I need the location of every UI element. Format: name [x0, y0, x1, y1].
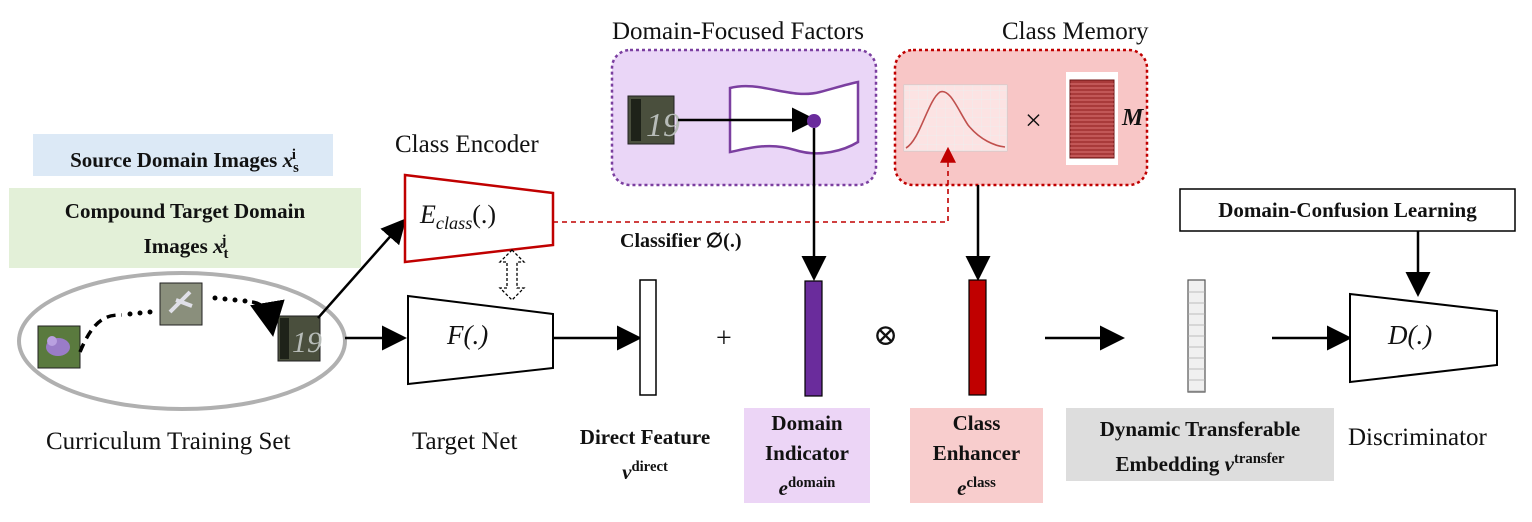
domain-factors-title: Domain-Focused Factors [612, 18, 865, 45]
source-domain-label: Source Domain Images xsi [33, 134, 333, 176]
class-encoder-shape [403, 173, 555, 264]
flower-thumbnail-1 [37, 325, 81, 369]
domain-indicator-label: Domain Indicator edomain [744, 408, 870, 503]
flower-thumbnail-2 [159, 282, 203, 326]
svg-text:19: 19 [646, 107, 680, 144]
class-enhancer-bar [968, 279, 987, 396]
direct-feature-bar [639, 279, 657, 396]
transfer-embedding-label: Dynamic Transferable Embedding vtransfer [1066, 408, 1334, 481]
direct-feature-label: Direct Feature vdirect [579, 425, 711, 484]
transfer-embedding-bar [1187, 279, 1206, 393]
class-enhancer-label: Class Enhancer eclass [910, 408, 1043, 503]
times-symbol: × [1025, 104, 1042, 137]
discriminator-symbol: D(.) [1388, 320, 1433, 350]
classifier-label: Classifier ∅(.) [620, 230, 742, 252]
curriculum-label: Curriculum Training Set [46, 428, 291, 455]
encoder-symbol: Eclass(.) [420, 200, 497, 234]
target-net-label: Target Net [412, 428, 518, 455]
class-memory-title: Class Memory [1002, 18, 1149, 45]
confusion-box [1179, 188, 1516, 232]
discriminator-shape [1349, 292, 1498, 384]
class-encoder-title: Class Encoder [395, 131, 539, 158]
domain-indicator-bar [804, 280, 823, 397]
otimes-operator: ⊗ [873, 319, 899, 352]
svg-text:19: 19 [292, 326, 322, 359]
digit-thumbnail: 19 [277, 315, 322, 362]
confusion-label: Domain-Confusion Learning [1218, 198, 1477, 222]
memory-symbol: M [1122, 105, 1144, 131]
domain-factor-sheet [728, 80, 860, 155]
distribution-plot [903, 84, 1008, 152]
memory-matrix [1066, 72, 1118, 165]
encoder-to-memory-link [553, 146, 956, 223]
compound-target-label: Compound Target Domain Images xtj [9, 188, 361, 268]
domain-factor-point [807, 114, 821, 128]
plus-operator: + [716, 323, 732, 354]
discriminator-label: Discriminator [1348, 424, 1487, 451]
target-net-shape [407, 294, 554, 386]
shared-weights-arrow [498, 249, 526, 301]
curriculum-ellipse [17, 271, 347, 411]
target-net-symbol: F(.) [447, 320, 489, 350]
panel-digit-thumbnail: 19 [627, 95, 680, 145]
